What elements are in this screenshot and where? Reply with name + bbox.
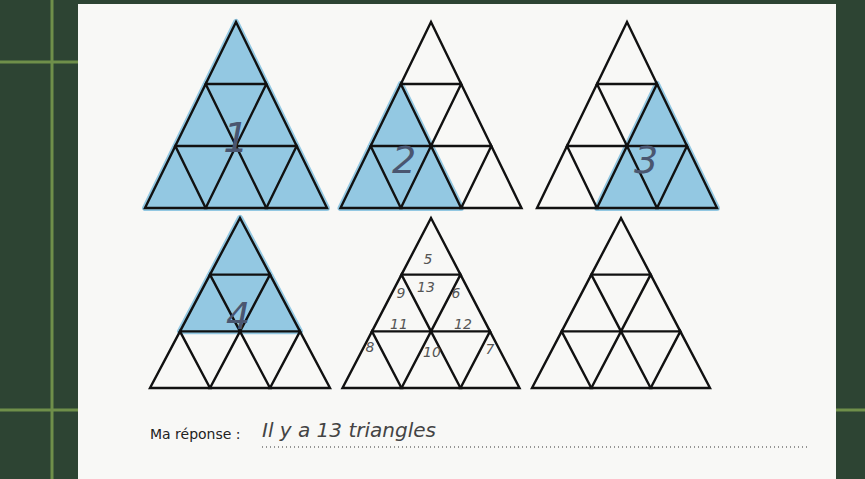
blue-shading: [145, 22, 327, 208]
triangle-outline: [206, 22, 267, 84]
shape-number: 4: [226, 297, 250, 335]
triangle-outline: [401, 22, 461, 84]
triangle-count-number: 12: [454, 317, 472, 331]
triangle-outline: [402, 331, 461, 388]
shading-layer: [145, 22, 717, 331]
triangle-count-number: 10: [423, 345, 441, 359]
triangle-count-number: 9: [397, 286, 406, 300]
triangle-outline: [266, 146, 327, 208]
triangle-outline: [591, 331, 650, 388]
triangle-outline: [341, 146, 401, 208]
shape-number: 1: [223, 118, 248, 158]
triangle-outline: [431, 275, 490, 332]
triangle-outline: [343, 331, 402, 388]
table-grid-line: [835, 409, 865, 412]
triangle-outline: [562, 275, 621, 332]
triangle-outline: [567, 84, 627, 146]
triangle-count-number: 13: [417, 280, 435, 294]
shape-number: 2: [392, 141, 416, 179]
paper-sheet: [78, 4, 836, 479]
triangle-outline: [461, 146, 521, 208]
triangle-outline: [537, 146, 597, 208]
triangle-count-number: 6: [452, 286, 461, 300]
handwritten-answer: Il y a 13 triangles: [262, 420, 436, 440]
table-grid-line: [0, 61, 80, 64]
table-grid-line: [0, 409, 80, 412]
triangle-count-number: 5: [424, 252, 433, 266]
triangle-outline: [532, 331, 591, 388]
triangle-outline: [431, 84, 491, 146]
triangle-outline: [371, 84, 431, 146]
triangle-outline: [591, 218, 650, 275]
triangle-outline: [651, 331, 710, 388]
triangle-outline: [210, 331, 270, 388]
shape-number: 3: [634, 141, 658, 179]
table-grid-line: [51, 0, 54, 479]
answer-dotted-line: [262, 446, 808, 447]
triangle-outline: [621, 275, 680, 332]
triangle-outline: [270, 331, 330, 388]
triangle-outline: [210, 218, 270, 275]
triangle-outline: [461, 331, 520, 388]
triangle-outline: [150, 331, 210, 388]
triangle-grid-layer: [145, 22, 717, 388]
triangle-outline: [597, 22, 657, 84]
triangle-outline: [402, 218, 461, 275]
triangle-count-number: 11: [390, 317, 408, 331]
triangle-count-number: 8: [366, 340, 375, 354]
triangle-outline: [657, 146, 717, 208]
answer-prompt: Ma réponse :: [150, 427, 241, 441]
triangle-outline: [627, 84, 687, 146]
triangle-outline: [145, 146, 206, 208]
triangle-count-number: 7: [486, 342, 495, 356]
